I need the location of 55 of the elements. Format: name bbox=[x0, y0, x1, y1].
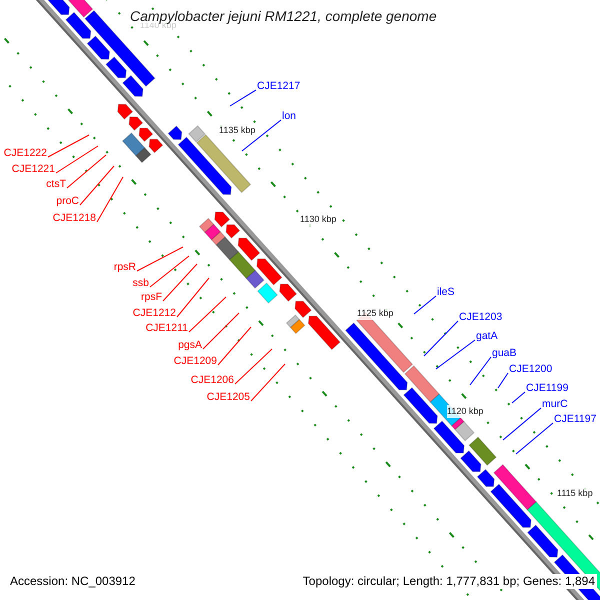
leader-line bbox=[56, 146, 98, 174]
gene-label: CJE1218 bbox=[52, 212, 96, 225]
gene-label: gatA bbox=[476, 330, 498, 343]
leader-line bbox=[96, 176, 124, 222]
gene-label: CJE1217 bbox=[257, 80, 300, 93]
leader-line bbox=[80, 166, 114, 206]
leader-line bbox=[516, 422, 554, 454]
leader-line bbox=[234, 348, 272, 384]
gene-label: CJE1212 bbox=[132, 307, 176, 320]
leader-line bbox=[230, 90, 256, 106]
scale-label: 1115 kbp bbox=[557, 487, 593, 500]
gene-label: rpsR bbox=[114, 261, 136, 274]
leader-line bbox=[202, 312, 240, 350]
gene-label: CJE1197 bbox=[554, 413, 596, 426]
gene-label: CJE1199 bbox=[526, 382, 568, 395]
gene-label: murC bbox=[542, 398, 568, 411]
leader-line bbox=[436, 340, 476, 370]
gene-label: pgsA bbox=[178, 339, 202, 352]
gene-label: CJE1203 bbox=[459, 311, 502, 324]
accession-text: Accession: NC_003912 bbox=[8, 574, 138, 589]
leader-line bbox=[414, 296, 436, 314]
gene-label: CJE1206 bbox=[190, 374, 234, 387]
scale-label: 1130 kbp bbox=[300, 213, 336, 226]
leader-line bbox=[218, 326, 252, 366]
leader-line bbox=[136, 246, 184, 272]
leader-line bbox=[498, 372, 508, 388]
leader-line bbox=[66, 154, 106, 188]
gene-label: guaB bbox=[492, 347, 517, 360]
leader-line bbox=[424, 320, 458, 356]
leader-line bbox=[250, 364, 286, 402]
gene-label: rpsF bbox=[141, 291, 162, 304]
leader-line bbox=[150, 256, 190, 288]
leader-line bbox=[242, 120, 282, 152]
scale-label: 1135 kbp bbox=[219, 124, 256, 137]
leader-line bbox=[512, 392, 526, 404]
gene-label: CJE1211 bbox=[146, 322, 188, 335]
leader-line bbox=[188, 296, 226, 332]
genome-summary-text: Topology: circular; Length: 1,777,831 bp; Genes: 1,894 bbox=[300, 574, 597, 589]
scale-label: 1120 kbp bbox=[447, 405, 484, 418]
leader-line bbox=[48, 134, 90, 158]
gene-label: CJE1221 bbox=[12, 163, 55, 176]
gene-label: CJE1222 bbox=[4, 147, 47, 160]
scale-label: 1125 kbp bbox=[357, 307, 394, 320]
gene-label: ctsT bbox=[46, 178, 66, 191]
gene-label: ileS bbox=[437, 286, 455, 299]
gene-label: proC bbox=[56, 195, 79, 208]
gene-label: CJE1205 bbox=[206, 391, 250, 404]
leader-line bbox=[176, 278, 210, 318]
gene-label: lon bbox=[282, 110, 296, 123]
leader-line bbox=[502, 408, 542, 440]
gene-label: ssb bbox=[132, 277, 149, 290]
gene-label: CJE1200 bbox=[509, 363, 552, 376]
leader-line bbox=[470, 356, 492, 386]
gene-label: CJE1209 bbox=[174, 355, 217, 368]
leader-line bbox=[162, 264, 198, 302]
